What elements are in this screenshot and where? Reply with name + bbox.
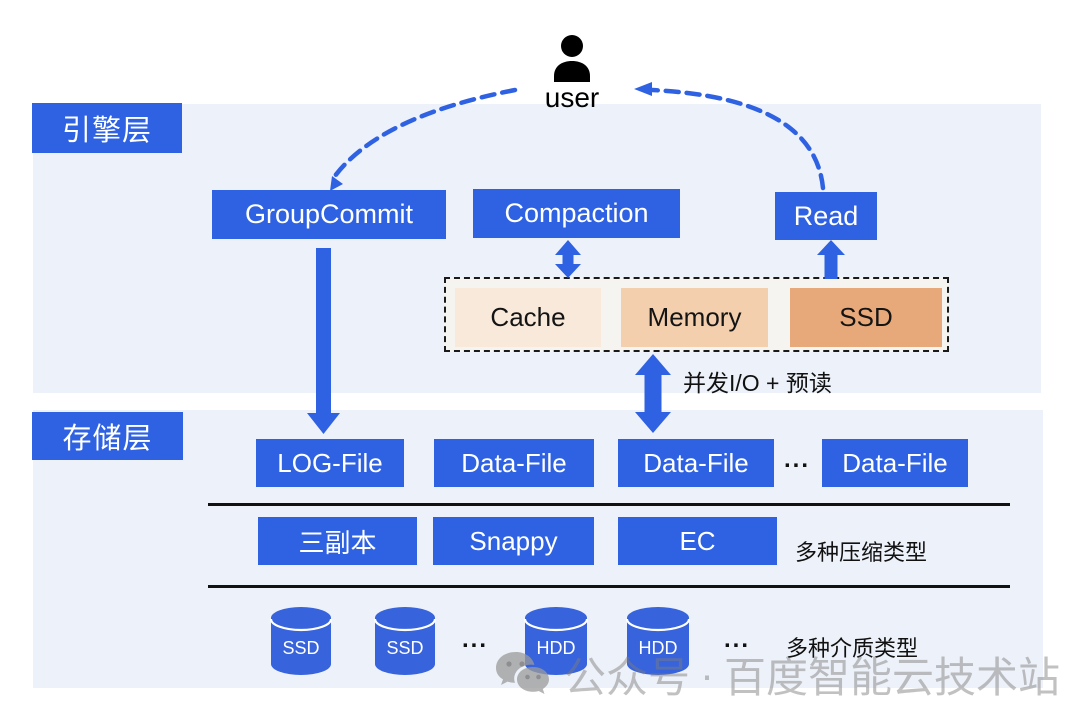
svg-text:SSD: SSD (386, 638, 423, 658)
cylinder-ssd-1: SSD (269, 607, 333, 675)
memory-box: Memory (621, 288, 768, 347)
user-icon (554, 35, 590, 82)
watermark-separator: · (700, 650, 715, 698)
divider-line-2 (208, 585, 1010, 588)
cache-box: Cache (455, 288, 601, 347)
svg-text:SSD: SSD (282, 638, 319, 658)
wechat-icon (496, 651, 549, 694)
file-box-data-1: Data-File (434, 439, 594, 487)
redundancy-box-ec: EC (618, 517, 777, 565)
media-row-ellipsis-1: ... (462, 626, 489, 653)
io-annotation: 并发I/O + 预读 (683, 370, 832, 396)
divider-line-1 (208, 503, 1010, 506)
watermark-brand: 百度智能云技术站 (724, 654, 1061, 701)
redundancy-box-replica: 三副本 (258, 517, 417, 565)
media-note: 多种介质类型 (786, 636, 919, 661)
compression-note: 多种压缩类型 (795, 540, 928, 565)
media-row-ellipsis-2: ... (724, 626, 751, 653)
read-to-user-arrowhead (634, 82, 652, 96)
file-row-ellipsis: ... (784, 446, 811, 473)
file-box-data-3: Data-File (822, 439, 968, 487)
user-label: user (544, 82, 600, 113)
cylinder-ssd-2: SSD (373, 607, 437, 675)
module-read: Read (775, 192, 877, 240)
watermark-account: 公众号 (564, 654, 691, 701)
storage-layer-tag: 存储层 (32, 412, 183, 460)
svg-text:HDD: HDD (537, 638, 576, 658)
watermark: 公众号 · 百度智能云技术站 (492, 644, 1060, 705)
module-compaction: Compaction (473, 189, 680, 238)
ssd-box: SSD (790, 288, 942, 347)
file-box-log: LOG-File (256, 439, 404, 487)
file-box-data-2: Data-File (618, 439, 774, 487)
svg-text:HDD: HDD (639, 638, 678, 658)
cylinder-hdd-1: HDD (523, 607, 589, 675)
cylinder-hdd-2: HDD (625, 607, 691, 675)
engine-layer-tag: 引擎层 (32, 103, 182, 153)
redundancy-box-snappy: Snappy (433, 517, 594, 565)
module-groupcommit: GroupCommit (212, 190, 446, 239)
